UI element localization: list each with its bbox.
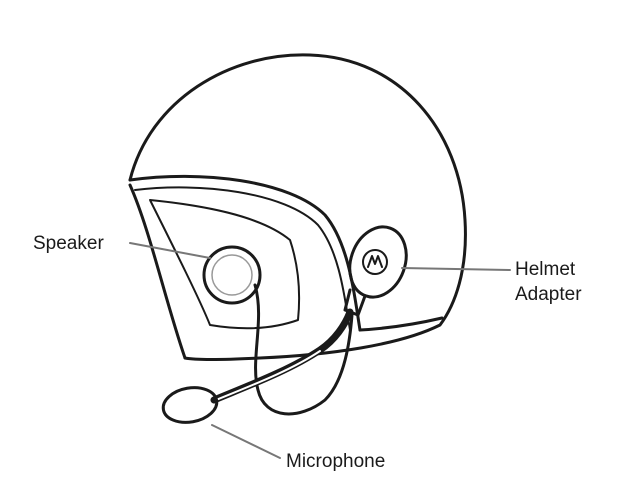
helmet-adapter-icon	[348, 225, 408, 299]
microphone-leader-line	[211, 424, 281, 459]
helmet-brim-inner	[134, 186, 351, 331]
adapter-leader-line	[401, 267, 511, 271]
face-opening	[128, 183, 187, 360]
speaker-label: Speaker	[33, 233, 104, 254]
helmet-brim	[128, 174, 362, 332]
cheek-pad	[149, 199, 301, 330]
microphone-label: Microphone	[286, 451, 386, 472]
helmet-shell	[128, 53, 467, 361]
speaker-icon	[202, 245, 262, 305]
boom-arm-inner	[215, 350, 321, 401]
speaker-cable	[253, 283, 354, 416]
motorola-logo-icon	[362, 249, 388, 275]
speaker-leader-line	[129, 242, 211, 259]
motorola-m	[367, 255, 383, 268]
helmet-adapter-label-line2: Adapter	[515, 284, 582, 305]
helmet-adapter-label-line1: Helmet	[515, 259, 576, 280]
microphone-icon	[161, 386, 219, 424]
helmet-rim	[358, 316, 444, 332]
speaker-inner	[211, 254, 253, 296]
